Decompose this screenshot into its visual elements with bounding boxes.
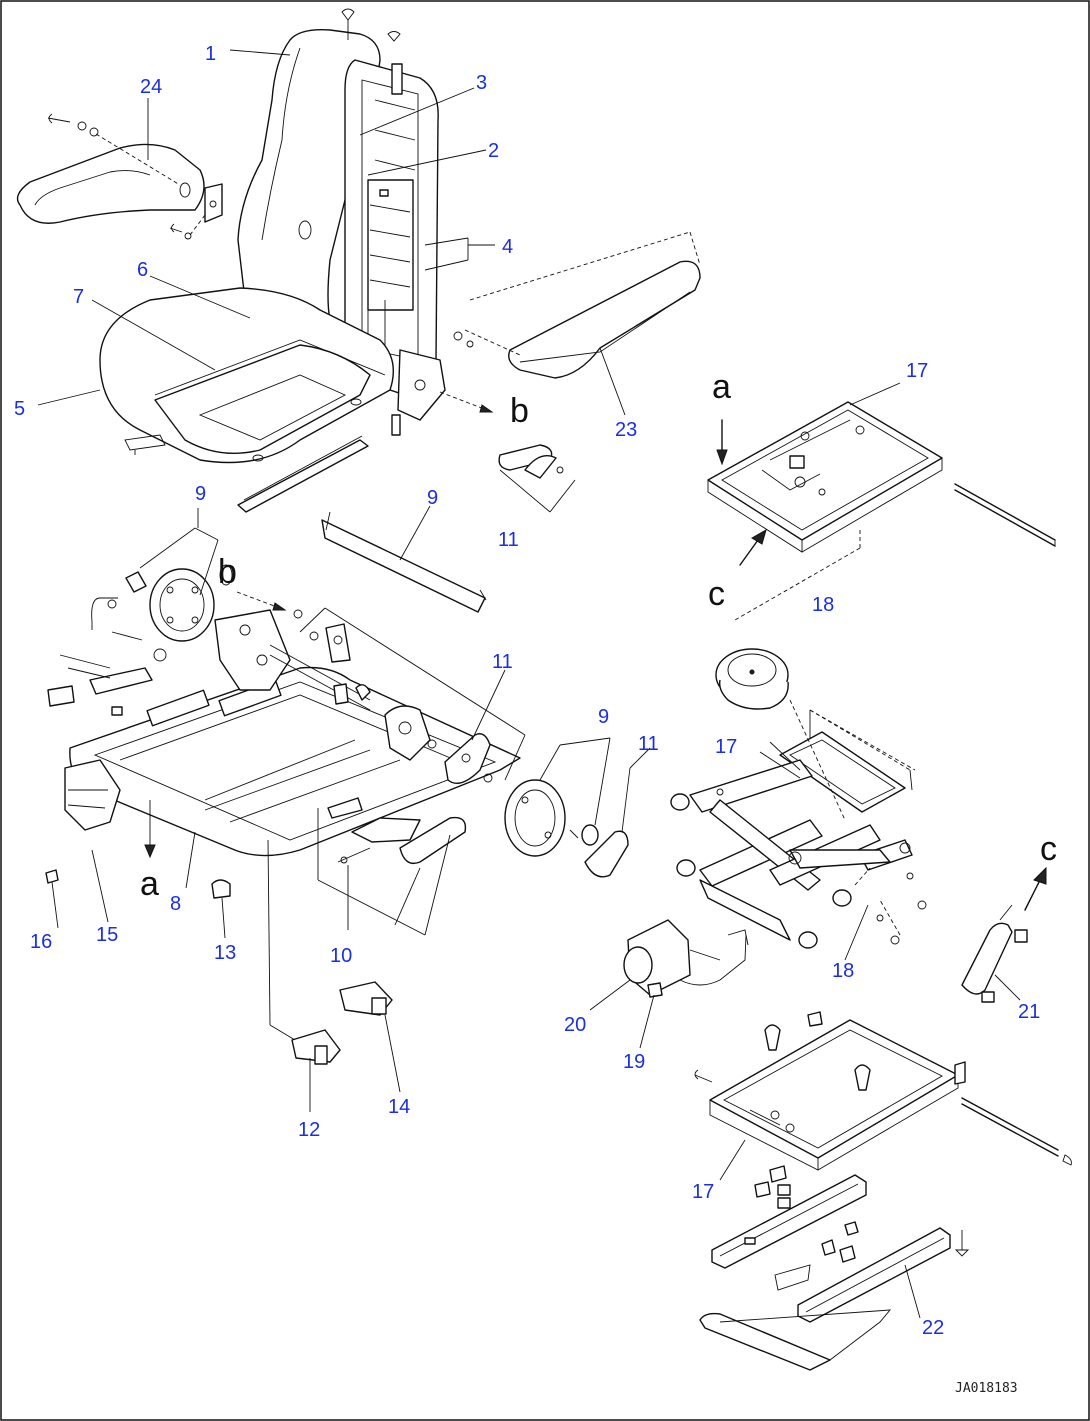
part-air-spring (715, 648, 789, 710)
callout-9-center: 9 (427, 487, 438, 509)
callout-10: 10 (330, 945, 352, 967)
callout-8: 8 (170, 893, 181, 915)
callout-11-mid: 11 (492, 651, 513, 673)
callout-11-right: 11 (638, 733, 659, 755)
callout-2: 2 (488, 140, 499, 162)
part-armrest-right (453, 231, 701, 379)
callout-16: 16 (30, 931, 52, 953)
callout-5: 5 (14, 398, 25, 420)
callout-1: 1 (205, 43, 216, 65)
callout-23: 23 (615, 419, 637, 441)
part-lever-mid (444, 733, 491, 784)
callout-13: 13 (214, 942, 236, 964)
callout-22: 22 (922, 1317, 944, 1339)
callout-18-top: 18 (812, 594, 834, 616)
callout-24: 24 (140, 76, 162, 98)
callout-15: 15 (96, 924, 118, 946)
callout-17-top: 17 (906, 360, 928, 382)
callout-3: 3 (476, 72, 487, 94)
letter-b-mid: b (218, 553, 237, 591)
callout-14: 14 (388, 1096, 410, 1118)
callout-4: 4 (502, 236, 513, 258)
part-scissor-suspension (670, 699, 927, 949)
part-seat-base (47, 597, 521, 859)
drawing-code: JA018183 (955, 1381, 1018, 1396)
part-rails (699, 1174, 970, 1371)
part-backrest-frame (344, 59, 446, 436)
part-switches (267, 839, 393, 1065)
letter-a-bottom: a (140, 865, 159, 903)
connection-letters: a a b b c c (140, 368, 1057, 903)
part-nut-16 (45, 869, 59, 884)
connector-b-top (439, 391, 494, 413)
callout-21: 21 (1018, 1001, 1040, 1023)
callout-18-bottom: 18 (832, 960, 854, 982)
callout-17-mid: 17 (715, 736, 737, 758)
part-slide-rail (237, 435, 369, 513)
callout-12: 12 (298, 1119, 320, 1141)
part-lever-top (498, 444, 576, 513)
part-bolt-13 (211, 879, 231, 899)
callout-17-bottom: 17 (692, 1181, 714, 1203)
part-armrest-left (16, 113, 223, 240)
callout-6: 6 (137, 259, 148, 281)
callout-9-left: 9 (195, 483, 206, 505)
part-cover-bar (321, 511, 487, 613)
callout-20: 20 (564, 1014, 586, 1036)
part-slide-frame-bottom (694, 1011, 1072, 1209)
letter-c-top: c (708, 575, 725, 613)
leader-lines (37, 49, 1021, 1319)
callout-labels: 1 2 3 4 5 6 7 8 9 9 9 10 11 11 11 12 13 … (14, 43, 1040, 1339)
letter-a-top: a (712, 368, 731, 406)
part-seat-cushion (99, 287, 394, 464)
callout-9-right: 9 (598, 706, 609, 728)
callout-7: 7 (73, 286, 84, 308)
part-disc-right (504, 737, 631, 878)
part-disc-left (125, 527, 233, 642)
part-recline-mechanism (299, 607, 526, 783)
letter-c-right: c (1040, 830, 1057, 868)
part-shock-absorber (961, 866, 1047, 1003)
part-compressor-motor (623, 919, 749, 998)
callout-19: 19 (623, 1051, 645, 1073)
part-slide-frame-top (707, 401, 1056, 621)
callout-11-top: 11 (498, 529, 519, 551)
letter-b-top: b (510, 392, 529, 430)
connector-b-mid (236, 591, 303, 619)
part-handle-assembly (317, 797, 467, 936)
